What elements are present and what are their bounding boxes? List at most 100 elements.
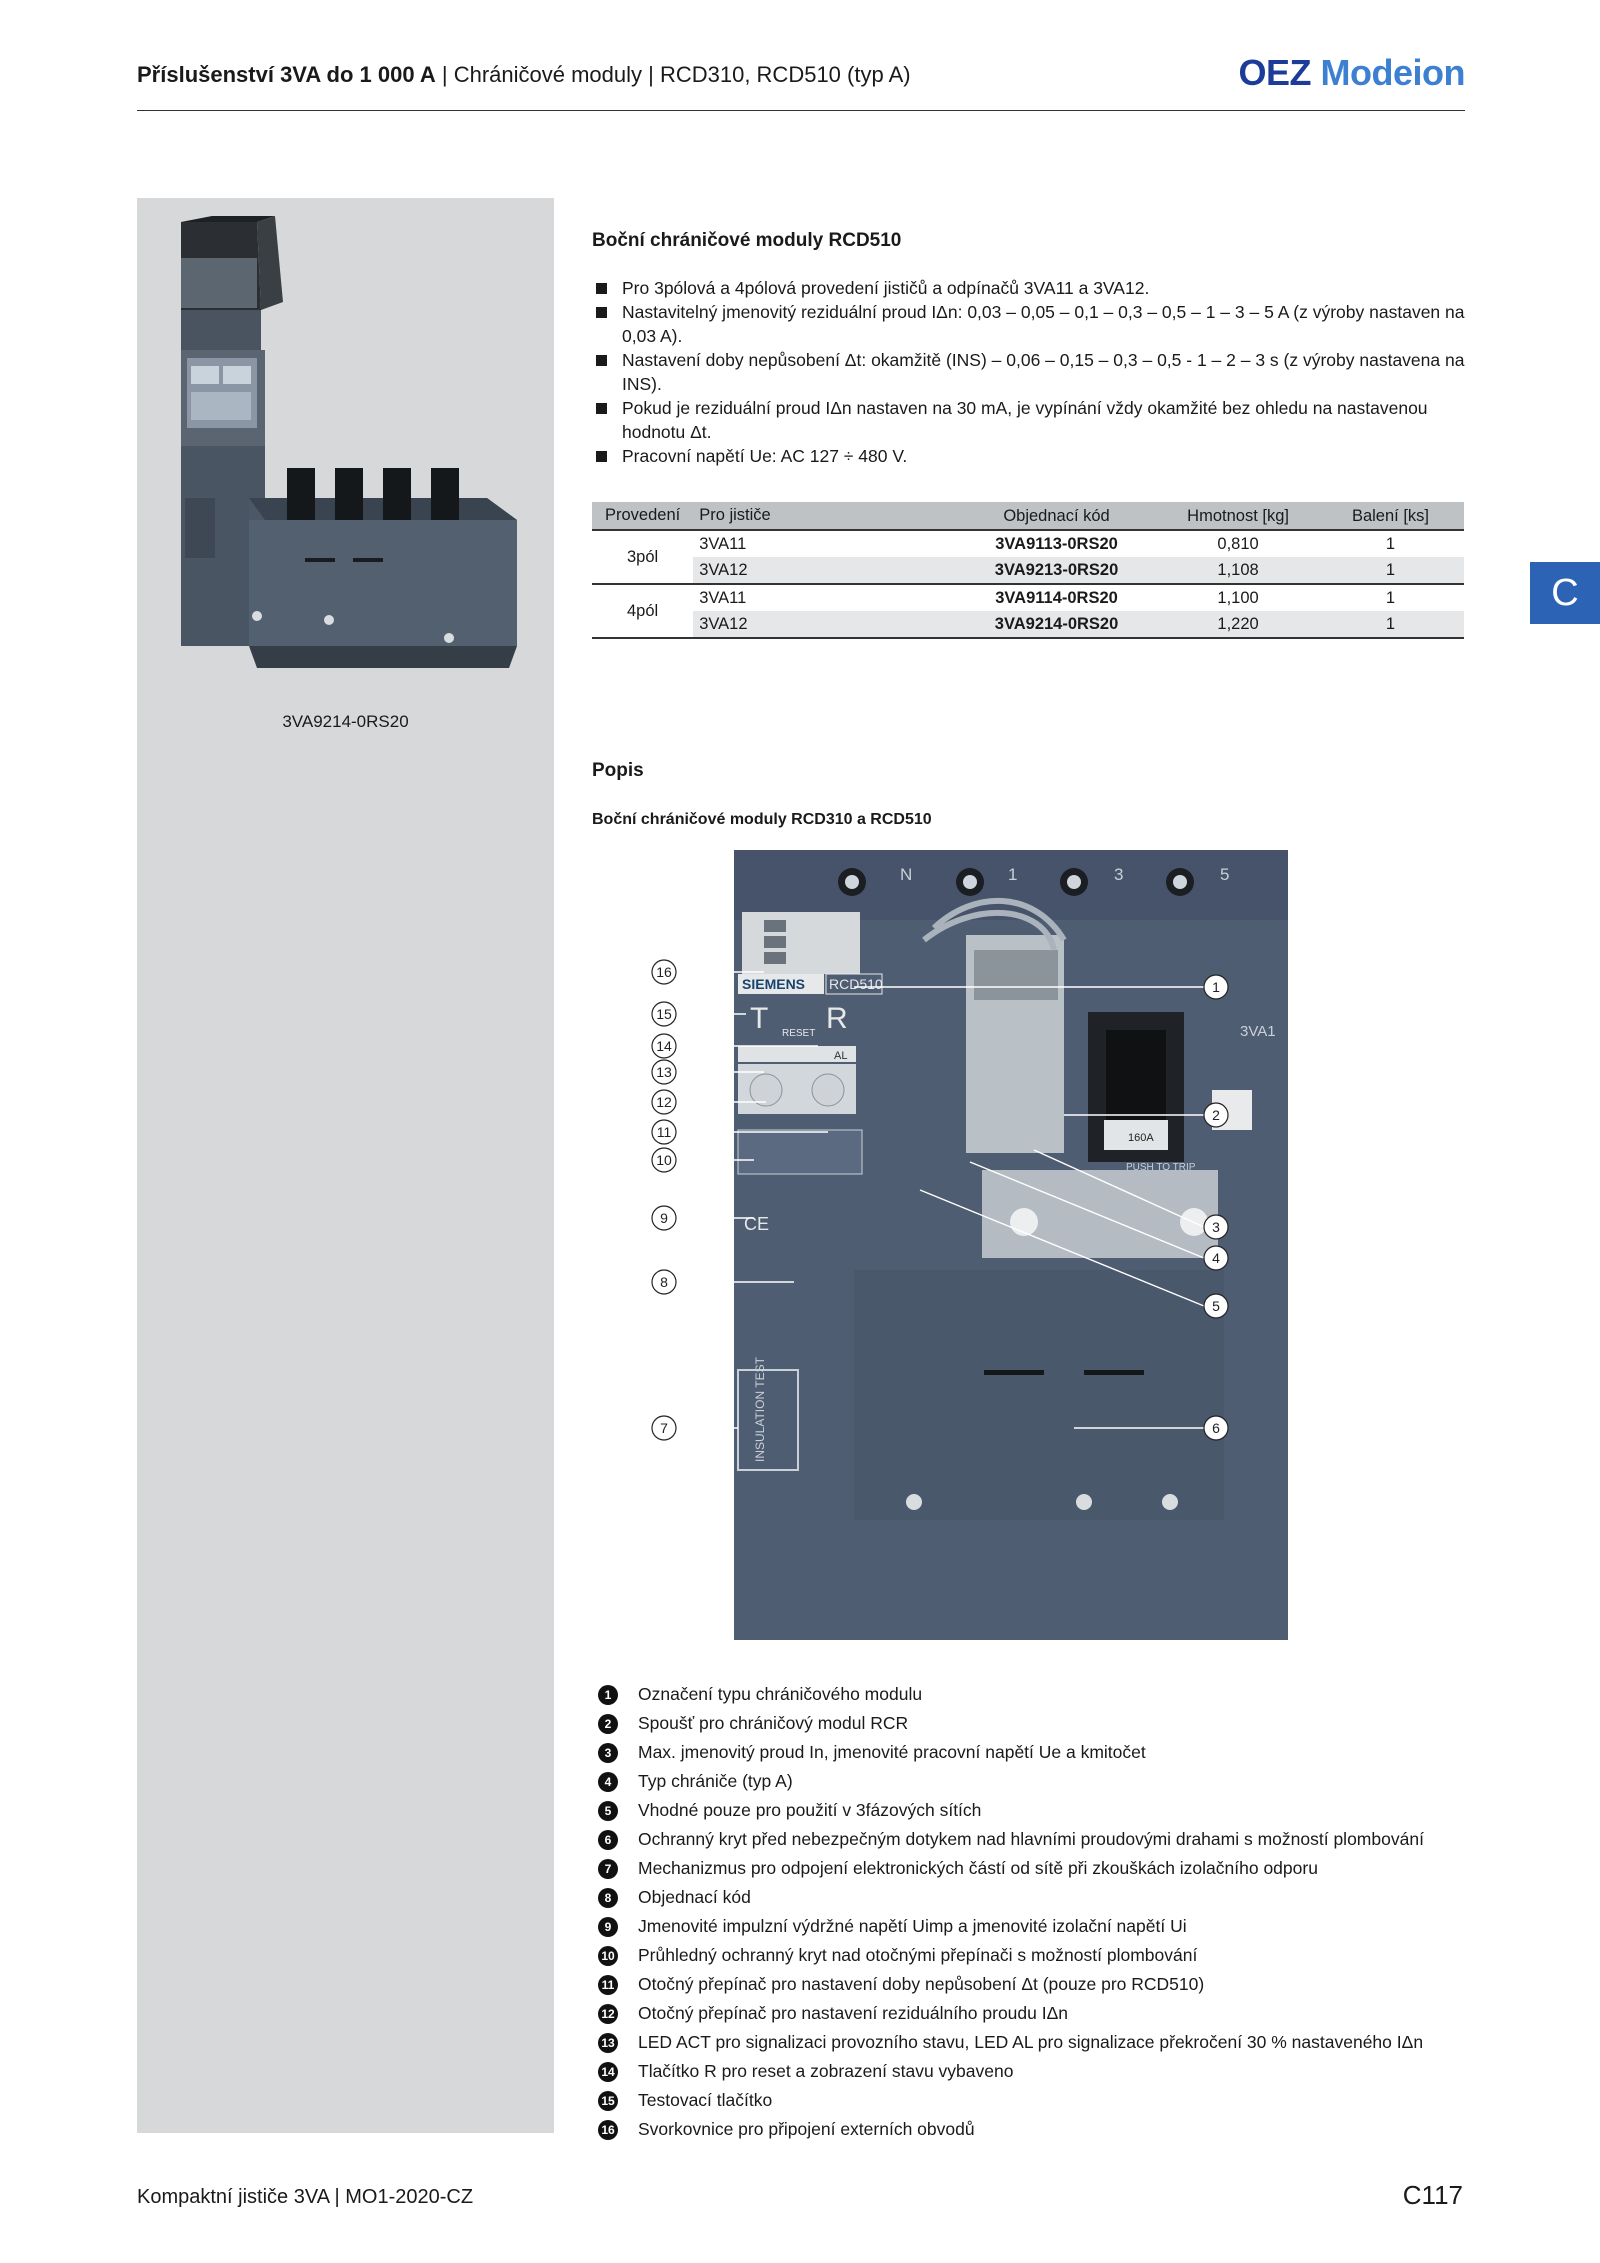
- feature-item: Nastavení doby nepůsobení Δt: okamžitě (…: [592, 348, 1472, 396]
- callout-circle: [651, 959, 677, 985]
- svg-text:3: 3: [1114, 865, 1123, 884]
- callout-number: 12: [656, 1094, 672, 1110]
- callout-number: 10: [656, 1152, 672, 1168]
- svg-text:CE: CE: [744, 1214, 769, 1234]
- table-cell: 3VA9214-0RS20: [953, 611, 1160, 638]
- legend-number: 13: [598, 2033, 618, 2053]
- callout-number: 14: [656, 1038, 672, 1054]
- callout-circle: [651, 1033, 677, 1059]
- callout-number: 7: [660, 1420, 668, 1436]
- legend-number: 2: [598, 1714, 618, 1734]
- svg-text:PUSH TO TRIP: PUSH TO TRIP: [1126, 1162, 1196, 1173]
- svg-text:RESET: RESET: [782, 1028, 815, 1039]
- feature-item: Pracovní napětí Ue: AC 127 ÷ 480 V.: [592, 444, 1472, 468]
- feature-item: Nastavitelný jmenovitý reziduální proud …: [592, 300, 1472, 348]
- svg-text:3VA1: 3VA1: [1240, 1023, 1276, 1040]
- callout-circle: [651, 1415, 677, 1441]
- order-table: Provedení Pro jističe Objednací kód Hmot…: [592, 502, 1464, 639]
- table-cell: 3VA9114-0RS20: [953, 583, 1160, 611]
- product-caption: 3VA9214-0RS20: [282, 712, 409, 731]
- table-header-row: Provedení Pro jističe Objednací kód Hmot…: [592, 502, 1464, 530]
- device-photo: N 1 3 5 160A PUSH TO TRIP SIEMENS RCD510…: [734, 850, 1288, 1640]
- table-cell: 3VA11: [693, 583, 954, 611]
- section-subheading: Boční chráničové moduly RCD310 a RCD510: [592, 811, 932, 828]
- table-cell: 3VA12: [693, 611, 954, 638]
- col-header: Balení [ks]: [1316, 502, 1464, 530]
- table-cell: 4pól: [592, 583, 694, 639]
- legend-number: 4: [598, 1772, 618, 1792]
- feature-list: Pro 3pólová a 4pólová provedení jističů …: [592, 276, 1472, 468]
- table-cell: 1: [1316, 583, 1464, 611]
- legend-number: 5: [598, 1801, 618, 1821]
- feature-item: Pro 3pólová a 4pólová provedení jističů …: [592, 276, 1472, 300]
- table-cell: 1: [1316, 611, 1464, 638]
- svg-text:5: 5: [1220, 865, 1229, 884]
- table-cell: 1: [1316, 529, 1464, 557]
- feature-item: Pokud je reziduální proud IΔn nastaven n…: [592, 396, 1472, 444]
- svg-text:RCD510: RCD510: [829, 976, 883, 992]
- table-cell: 1,100: [1159, 583, 1317, 611]
- svg-text:INSULATION TEST: INSULATION TEST: [753, 1356, 767, 1462]
- chapter-tab: C: [1530, 562, 1600, 624]
- callout-circle: [651, 1269, 677, 1295]
- callout-number: 8: [660, 1274, 668, 1290]
- table-cell: 1,220: [1159, 611, 1317, 638]
- col-header: Provedení: [592, 502, 694, 530]
- legend-number: 1: [598, 1685, 618, 1705]
- callout-circle: [651, 1147, 677, 1173]
- callout-number: 13: [656, 1064, 672, 1080]
- legend-number: 12: [598, 2004, 618, 2024]
- test-button-label: T: [750, 1002, 768, 1035]
- reset-button-label: R: [826, 1002, 848, 1035]
- table-row: 3VA12 3VA9214-0RS20 1,220 1: [592, 611, 1464, 638]
- table-row: 3VA12 3VA9213-0RS20 1,108 1: [592, 557, 1464, 584]
- svg-text:160A: 160A: [1128, 1132, 1154, 1144]
- callout-circle: [651, 1205, 677, 1231]
- table-cell: 3VA9113-0RS20: [953, 529, 1160, 557]
- legend-number: 8: [598, 1888, 618, 1908]
- table-cell: 1: [1316, 557, 1464, 584]
- legend-number: 14: [598, 2062, 618, 2082]
- col-header: Hmotnost [kg]: [1159, 502, 1317, 530]
- svg-text:1: 1: [1008, 865, 1017, 884]
- table-cell: 3VA11: [693, 529, 954, 557]
- callout-circle: [651, 1089, 677, 1115]
- legend-number: 7: [598, 1859, 618, 1879]
- callout-circle: [651, 1059, 677, 1085]
- table-cell: 3pól: [592, 529, 694, 584]
- section-heading: Boční chráničové moduly RCD510: [592, 230, 902, 251]
- terminal-n: N: [900, 865, 912, 884]
- table-row: 3pól 3VA11 3VA9113-0RS20 0,810 1: [592, 529, 1464, 584]
- oez-modeion-logo: OEZ Modeion: [1238, 52, 1465, 93]
- table-cell: 1,108: [1159, 557, 1317, 584]
- svg-text:SIEMENS: SIEMENS: [742, 976, 805, 992]
- table-cell: 3VA12: [693, 557, 954, 584]
- table-cell: 0,810: [1159, 529, 1317, 557]
- callout-number: 15: [656, 1006, 672, 1022]
- callout-number: 11: [657, 1124, 672, 1140]
- legend-number: 10: [598, 1946, 618, 1966]
- product-sidebar: 3VA9214-0RS20: [137, 198, 554, 2133]
- legend-number: 16: [598, 2120, 618, 2140]
- page-number: C117: [1402, 2180, 1463, 2210]
- footer-left: Kompaktní jističe 3VA | MO1-2020-CZ: [137, 2186, 474, 2208]
- callout-number: 9: [660, 1210, 668, 1226]
- callout-number: 16: [656, 964, 672, 980]
- product-image: [181, 216, 517, 668]
- callout-circle: [651, 1001, 677, 1027]
- col-header: Pro jističe: [693, 502, 954, 530]
